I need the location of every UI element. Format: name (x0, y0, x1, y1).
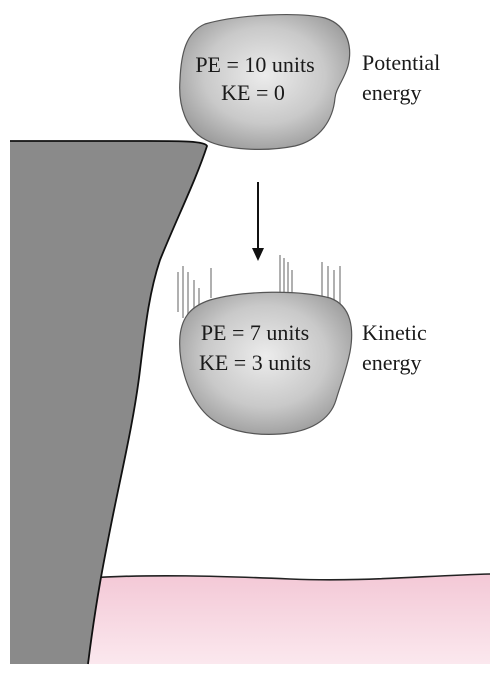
falling-rock: PE = 7 units KE = 3 units (179, 291, 353, 435)
top-rock-pe-text: PE = 10 units (195, 52, 314, 77)
falling-rock-shape (179, 291, 353, 435)
potential-energy-label-line2: energy (362, 80, 421, 105)
cliff (10, 141, 207, 664)
cliff-edge (10, 140, 208, 665)
potential-energy-label-line1: Potential (362, 50, 440, 75)
falling-rock-pe-text: PE = 7 units (201, 320, 309, 345)
top-rock-ke-text: KE = 0 (221, 80, 285, 105)
ground (88, 574, 490, 664)
kinetic-energy-label-line2: energy (362, 350, 421, 375)
ground-edge (87, 573, 491, 581)
top-rock: PE = 10 units KE = 0 (179, 14, 351, 150)
fall-arrow (252, 182, 264, 261)
top-rock-shape (179, 14, 351, 150)
kinetic-energy-label-line1: Kinetic (362, 320, 427, 345)
falling-rock-ke-text: KE = 3 units (199, 350, 311, 375)
